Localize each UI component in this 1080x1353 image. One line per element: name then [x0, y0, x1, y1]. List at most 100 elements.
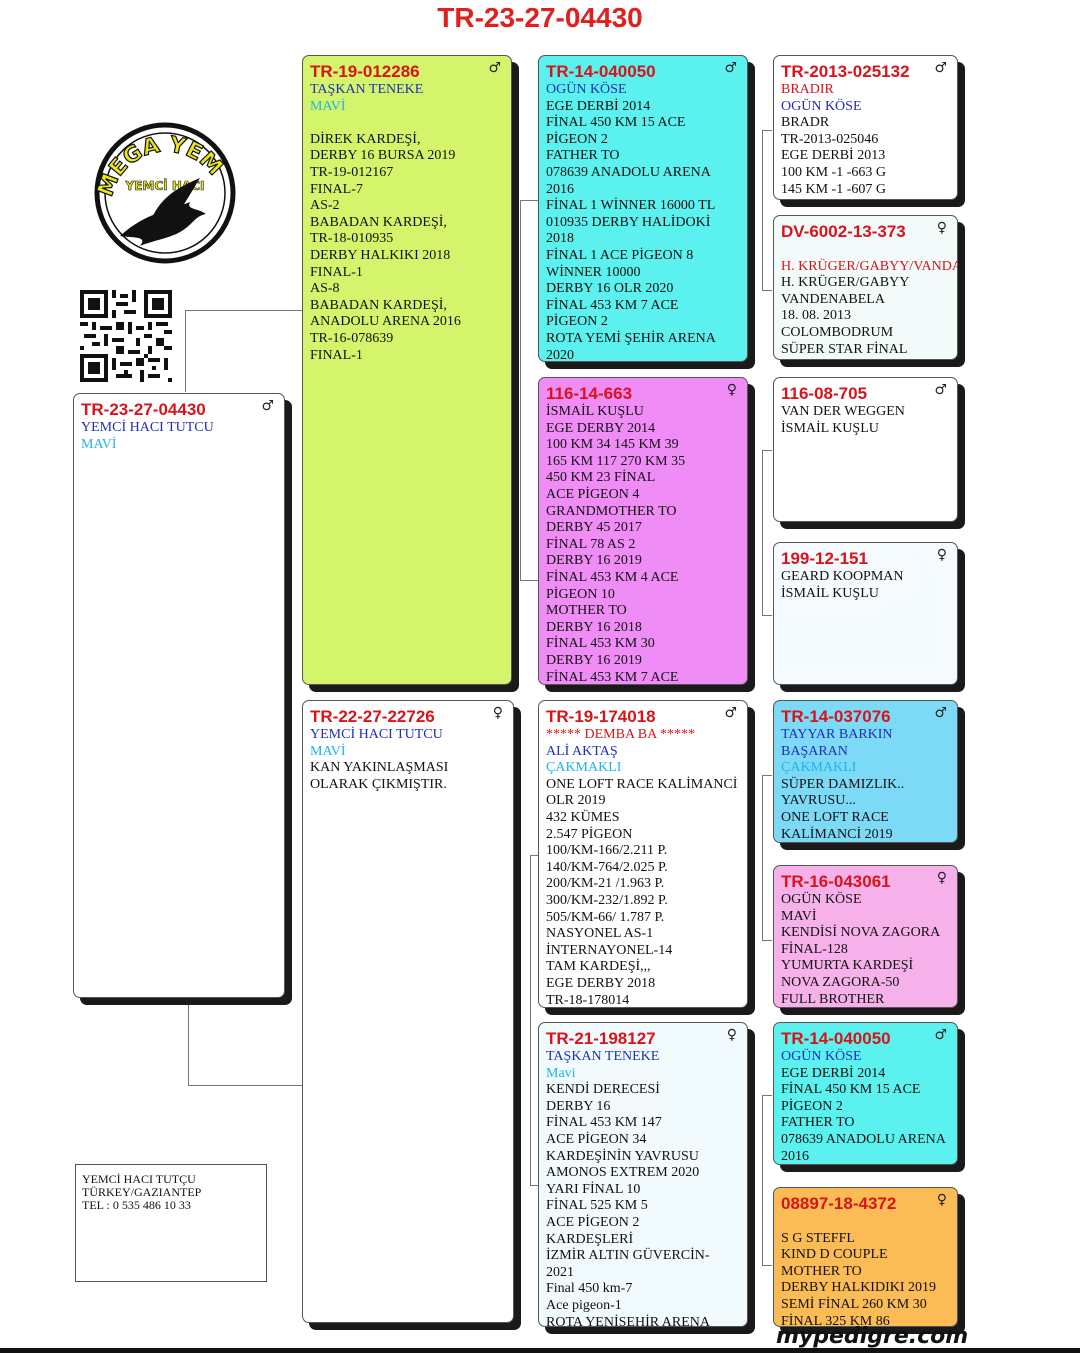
- info-line: WİNNER 10000: [546, 264, 641, 280]
- connector: [762, 775, 772, 776]
- info-line: KAN YAKINLAŞMASI: [310, 760, 449, 776]
- info-line: TR-16-078639: [310, 330, 394, 346]
- female-icon: ♀: [936, 870, 947, 886]
- owner-name: ALİ AKTAŞ: [546, 743, 618, 759]
- info-line: FİNAL 1 WİNNER 16000 TL: [546, 198, 716, 214]
- ring-number: TR-14-040050: [546, 62, 656, 81]
- info-line: OLARAK ÇIKMIŞTIR.: [310, 776, 447, 792]
- info-line: KENDİ DERECESİ: [546, 1082, 660, 1098]
- plumage-color: Mavi: [546, 1065, 576, 1081]
- info-line: EGE DERBİ 2014: [781, 1065, 886, 1081]
- contact-line: TÜRKEY/GAZIANTEP: [82, 1185, 202, 1199]
- male-icon: ♂: [724, 60, 737, 76]
- male-icon: ♂: [261, 398, 274, 414]
- connector: [530, 855, 538, 856]
- info-line: İSMAİL KUŞLU: [781, 420, 879, 436]
- info-line: MOTHER TO: [546, 603, 627, 619]
- info-line: TR-18-178014: [546, 992, 630, 1008]
- connector: [530, 1185, 538, 1186]
- info-line: FİNAL 453 KM 7 ACE: [546, 297, 679, 313]
- info-line: DERBY 16 2019: [546, 652, 642, 668]
- info-line: 100/KM-166/2.211 P.: [546, 843, 668, 859]
- info-line: FATHER TO: [546, 148, 620, 164]
- connector: [520, 200, 521, 580]
- info-line: ONE LOFT RACE KALİMANCİ: [546, 776, 738, 792]
- info-line: DERBY 16 OLR 2020: [546, 281, 674, 297]
- info-line: ***** DEMBA BA *****: [546, 727, 695, 742]
- info-line: 2016: [781, 1148, 809, 1164]
- info-line: EGE DERBY 2018: [546, 975, 656, 991]
- info-line: VANDENABELA: [781, 291, 885, 307]
- info-line: BABADAN KARDEŞİ,: [310, 297, 447, 313]
- contact-line: YEMCİ HACI TUTÇU: [82, 1172, 196, 1186]
- female-icon: ♀: [726, 1027, 737, 1043]
- connector: [762, 615, 772, 616]
- info-line: AS-2: [310, 198, 340, 214]
- info-line: 2021: [546, 1264, 574, 1280]
- info-line: Final 450 km-7: [546, 1281, 633, 1297]
- info-line: 505/KM-66/ 1.787 P.: [546, 909, 665, 925]
- info-line: 140/KM-764/2.025 P.: [546, 859, 668, 875]
- ring-number: 199-12-151: [781, 549, 868, 568]
- info-line: [781, 242, 951, 259]
- brand-watermark[interactable]: mypedigre.com: [776, 1324, 969, 1349]
- connector: [762, 130, 772, 131]
- info-line: SÜPER DAMIZLIK..: [781, 776, 905, 792]
- info-line: NOVA ZAGORA-50: [781, 974, 900, 990]
- qr-code-icon: [80, 290, 172, 382]
- owner-name: TAŞKAN TENEKE: [310, 82, 424, 97]
- info-line: 010935 DERBY HALİDOKİ: [546, 214, 711, 230]
- info-line: FULL BROTHER: [781, 991, 885, 1007]
- female-icon: ♀: [492, 705, 503, 721]
- info-line: FİNAL 453 KM 147: [546, 1115, 662, 1131]
- info-line: FINAL-7: [310, 181, 363, 197]
- connector: [762, 1095, 772, 1096]
- female-icon: ♀: [726, 382, 737, 398]
- info-line: 2020: [546, 347, 574, 362]
- info-line: [781, 1214, 951, 1231]
- info-line: 2.547 PİGEON: [546, 826, 633, 842]
- connector: [188, 1000, 189, 1086]
- info-line: YARI FİNAL 10: [546, 1181, 641, 1197]
- bottom-bar: [0, 1348, 1080, 1353]
- info-line: ROTA YEMİ ŞEHİR ARENA: [546, 330, 716, 346]
- info-line: OGÜN KÖSE: [781, 892, 862, 907]
- info-line: ROTA YENİŞEHİR ARENA: [546, 1314, 711, 1327]
- info-line: TAM KARDEŞİ,,,: [546, 959, 651, 975]
- owner-name: YEMCİ HACI TUTCU: [310, 727, 443, 742]
- owner-name: TAYYAR BARKIN: [781, 727, 893, 742]
- info-line: KIND D COUPLE: [781, 1247, 888, 1263]
- info-line: TR-19-012167: [310, 164, 394, 180]
- ring-number: 08897-18-4372: [781, 1194, 897, 1213]
- connector: [762, 450, 772, 451]
- plumage-color: MAVİ: [310, 98, 346, 114]
- ring-number: TR-23-27-04430: [81, 400, 206, 419]
- info-line: EGE DERBİ 2013: [781, 148, 886, 164]
- ring-number: 116-14-663: [546, 384, 633, 403]
- info-line: BRADIR: [781, 82, 834, 97]
- ring-number: TR-16-043061: [781, 872, 891, 891]
- info-line: İSMAİL KUŞLU: [546, 404, 644, 419]
- connector: [762, 940, 772, 941]
- info-line: 432 KÜMES: [546, 809, 620, 825]
- info-line: [310, 115, 505, 132]
- info-line: ACE PİGEON 2: [546, 1214, 640, 1230]
- pedigree-card-dam-sire[interactable]: ♂TR-19-174018***** DEMBA BA *****ALİ AKT…: [538, 700, 748, 1008]
- info-line: 450 KM 23 FİNAL: [546, 470, 656, 486]
- info-line: KARDEŞLERİ: [546, 1231, 634, 1247]
- info-line: TR-18-010935: [310, 231, 394, 247]
